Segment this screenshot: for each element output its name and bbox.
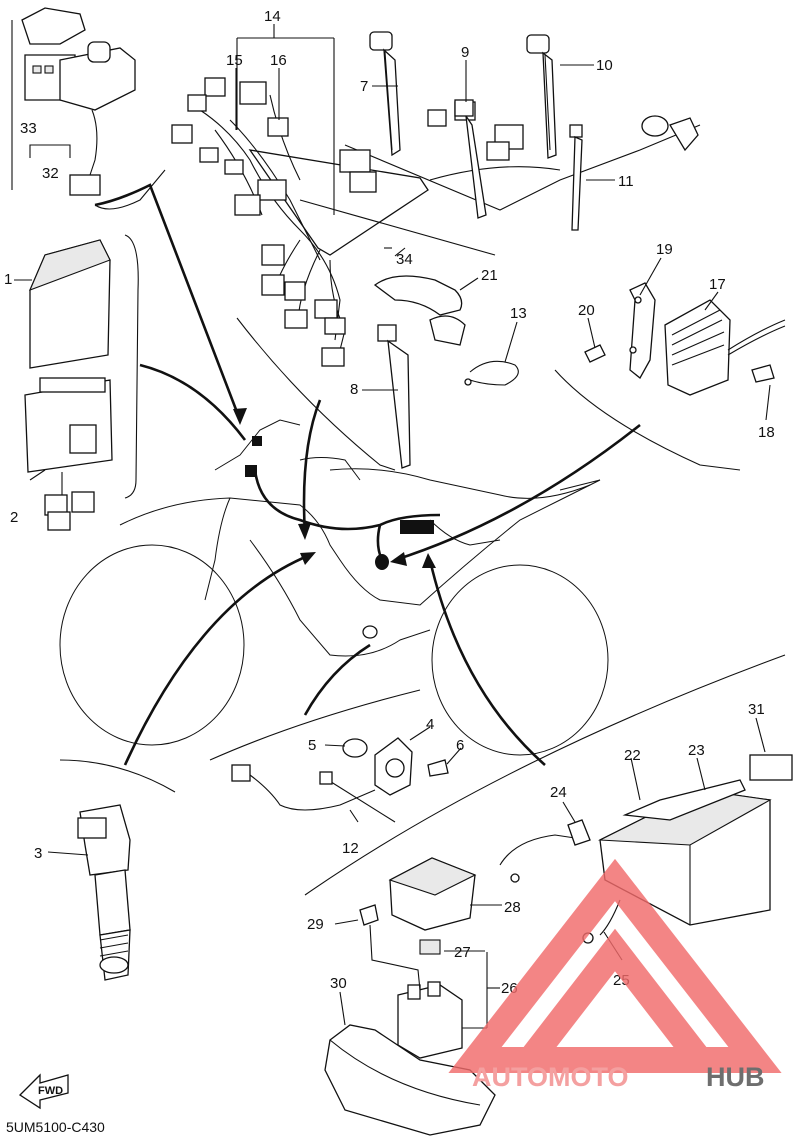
watermark-logo: AUTOMOTO HUB <box>448 858 782 1092</box>
part-label: 21 <box>481 267 498 284</box>
part-22-battery <box>499 754 793 944</box>
watermark-text-automoto: AUTOMOTO <box>472 1062 629 1092</box>
part-label: 32 <box>42 165 59 182</box>
part-34-wire-harness <box>171 77 701 367</box>
part-label: 20 <box>578 302 595 319</box>
part-label: 1 <box>4 271 12 288</box>
part-label: 14 <box>264 8 281 25</box>
section-brackets <box>11 20 786 896</box>
part-label: 29 <box>307 916 324 933</box>
watermark-triangle-icon <box>448 858 782 1073</box>
part-32-33-relay <box>21 7 136 196</box>
part-label: 8 <box>350 381 358 398</box>
fwd-label: FWD <box>38 1085 63 1097</box>
watermark-text-hub: HUB <box>706 1062 765 1092</box>
part-label: 10 <box>596 57 613 74</box>
part-28-30-cover <box>324 857 496 1136</box>
part-label: 11 <box>618 173 634 190</box>
part-1-2-cdi-unit <box>24 239 113 531</box>
part-label: 7 <box>360 78 368 95</box>
part-label: 28 <box>504 899 521 916</box>
part-21-13-clamp-lead <box>373 275 519 386</box>
part-label: 22 <box>624 747 641 764</box>
part-label: 5 <box>308 737 316 754</box>
part-label: 34 <box>396 251 413 268</box>
part-label: 31 <box>748 701 765 718</box>
part-label: 3 <box>34 845 42 862</box>
part-label: 6 <box>456 737 464 754</box>
part-label: 18 <box>758 424 775 441</box>
pointer-curves <box>94 183 641 766</box>
part-label: 16 <box>270 52 287 69</box>
part-label: 9 <box>461 44 469 61</box>
part-label: 13 <box>510 305 527 322</box>
part-26-27-starter-relay <box>359 904 463 1059</box>
part-label: 2 <box>10 509 18 526</box>
part-label: 33 <box>20 120 37 137</box>
motorcycle-outline <box>59 419 609 756</box>
drawing-code: 5UM5100-C430 <box>6 1119 105 1135</box>
part-label: 17 <box>709 276 726 293</box>
cable-ties <box>369 31 583 469</box>
part-label: 4 <box>426 716 434 733</box>
part-label: 23 <box>688 742 705 759</box>
part-label: 27 <box>454 944 471 961</box>
part-label: 24 <box>550 784 567 801</box>
part-4-sensor <box>231 737 449 823</box>
part-3-ignition-coil <box>77 804 131 981</box>
part-17-regulator <box>584 282 786 396</box>
fwd-arrow: FWD <box>18 1073 69 1110</box>
part-label: 12 <box>342 840 359 857</box>
part-label: 15 <box>226 52 243 69</box>
part-label: 19 <box>656 241 673 258</box>
part-label: 30 <box>330 975 347 992</box>
